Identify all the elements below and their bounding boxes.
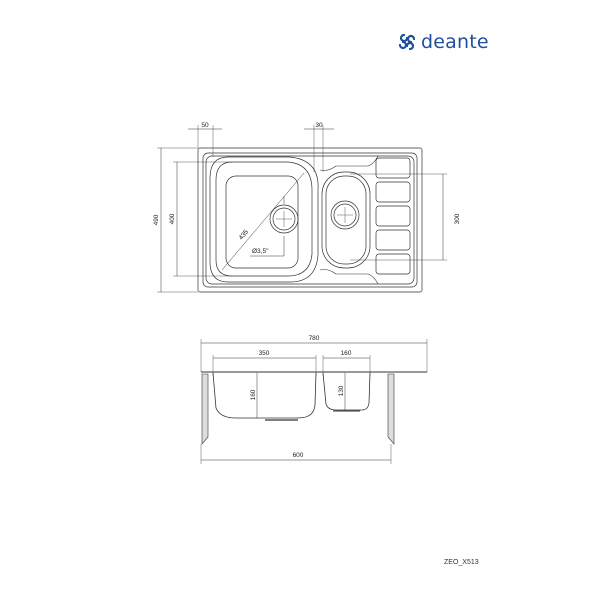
dim-small-bowl-width: 160 xyxy=(341,350,352,357)
dim-cabinet-width: 600 xyxy=(293,452,304,459)
large-drain xyxy=(269,204,299,234)
dim-left-offset: 50 xyxy=(201,122,209,129)
dim-overall-depth: 490 xyxy=(153,214,160,225)
dim-diagonal: 435 xyxy=(238,228,251,241)
dim-drain-diameter: Ø3,5" xyxy=(252,248,269,255)
dim-bowl-depth: 400 xyxy=(169,213,176,224)
dim-large-bowl-width: 350 xyxy=(259,350,270,357)
brand-name: deante xyxy=(421,31,489,53)
dim-large-bowl-height: 160 xyxy=(250,389,257,400)
cabinet-wall-left xyxy=(201,373,209,445)
dim-small-bowl-depth: 300 xyxy=(454,213,461,224)
large-bowl-profile xyxy=(212,372,317,419)
small-bowl-outline xyxy=(321,171,371,269)
model-code: ZEO_X513 xyxy=(444,559,479,566)
cabinet-wall-right xyxy=(387,373,395,445)
brand-logo: deante xyxy=(397,31,489,53)
dim-divider-offset: 30 xyxy=(315,122,323,129)
small-bowl-profile xyxy=(322,372,371,411)
sink-outer-rim xyxy=(197,147,423,293)
large-bowl-outline xyxy=(209,156,319,283)
deante-logo-icon xyxy=(398,33,416,51)
small-drain xyxy=(330,200,360,230)
dim-overall-width: 780 xyxy=(309,335,320,342)
dim-small-bowl-height: 130 xyxy=(338,385,345,396)
drainer-groove xyxy=(375,157,411,179)
